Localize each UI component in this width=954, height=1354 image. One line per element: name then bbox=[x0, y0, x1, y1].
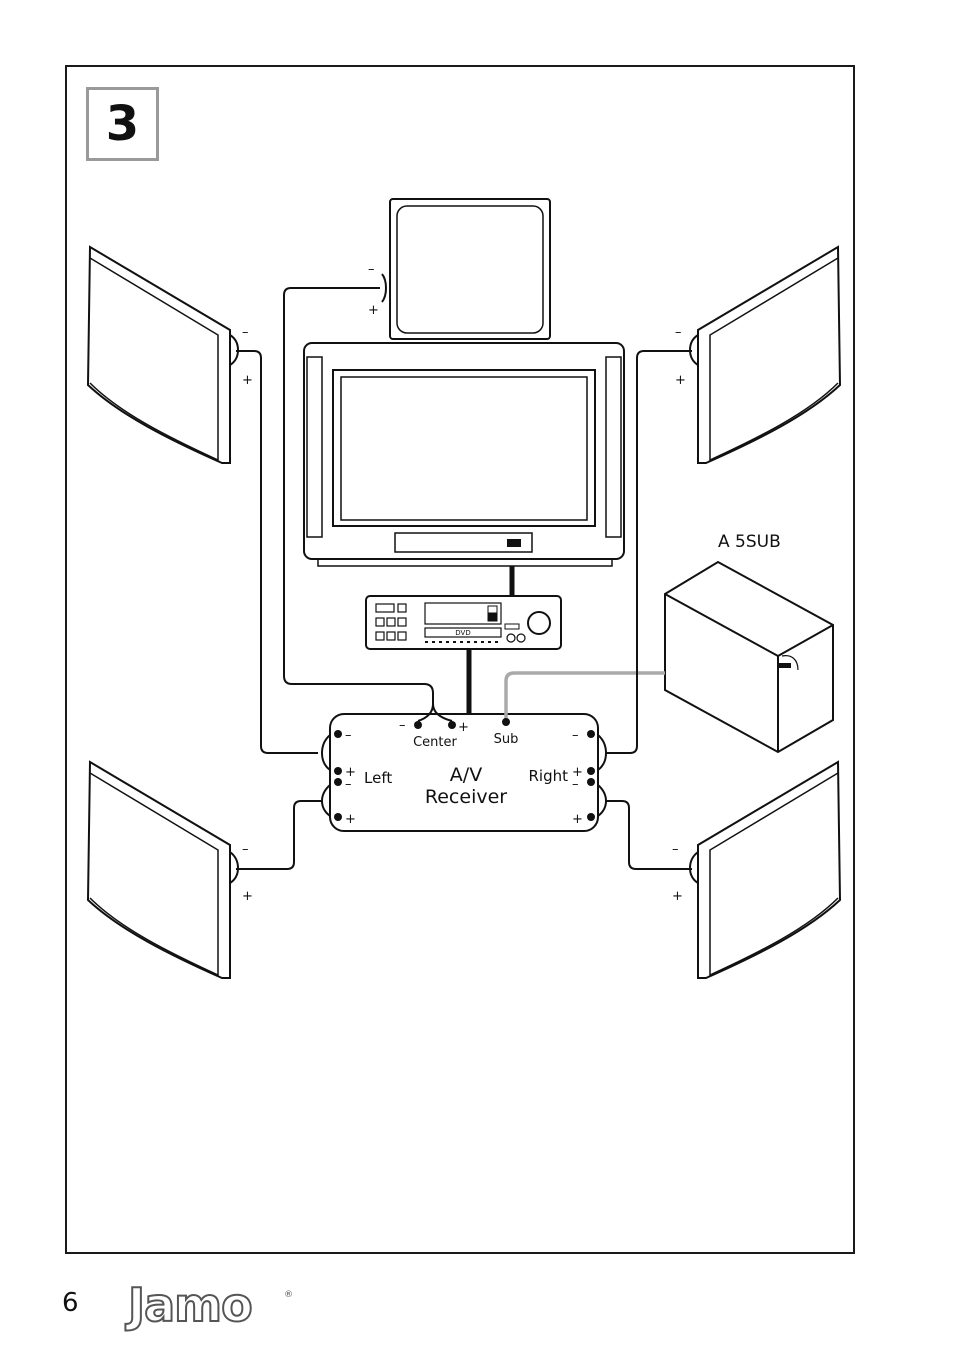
tv bbox=[303, 342, 625, 567]
receiver-left-rear-plus: + bbox=[345, 812, 356, 827]
front-left-plus: + bbox=[242, 373, 253, 388]
figure-frame bbox=[65, 65, 855, 1254]
front-left-minus: – bbox=[242, 325, 249, 340]
receiver-right-rear-plus: + bbox=[572, 812, 583, 827]
subwoofer bbox=[664, 560, 834, 754]
left-channel-label: Left bbox=[364, 769, 392, 787]
rear-right-minus: – bbox=[672, 842, 679, 857]
rear-left-minus: – bbox=[242, 842, 249, 857]
page-number: 6 bbox=[62, 1288, 79, 1318]
receiver-left-front-minus: – bbox=[345, 728, 352, 743]
center-speaker bbox=[389, 198, 551, 340]
receiver-right-front-plus: + bbox=[572, 765, 583, 780]
center-channel-label: Center bbox=[413, 735, 457, 750]
front-right-speaker bbox=[697, 245, 842, 464]
receiver-left-front-plus: + bbox=[345, 765, 356, 780]
center-plus: + bbox=[368, 303, 379, 318]
dvd-label: DVD bbox=[455, 629, 470, 637]
registered-mark: ® bbox=[284, 1290, 293, 1300]
step-number: 3 bbox=[86, 87, 159, 161]
receiver-label-line2: Receiver bbox=[425, 786, 507, 808]
receiver-right-front-minus: – bbox=[572, 728, 579, 743]
receiver-left-rear-minus: – bbox=[345, 777, 352, 792]
dvd-player bbox=[365, 595, 562, 650]
receiver-right-rear-minus: – bbox=[572, 777, 579, 792]
rear-right-plus: + bbox=[672, 889, 683, 904]
sub-channel-label: Sub bbox=[494, 732, 519, 747]
right-channel-label: Right bbox=[529, 767, 569, 785]
receiver-label-line1: A/V bbox=[450, 764, 482, 786]
jamo-logo: Jamo bbox=[127, 1278, 254, 1332]
front-left-speaker bbox=[86, 245, 231, 464]
subwoofer-model-label: A 5SUB bbox=[718, 532, 781, 552]
av-receiver bbox=[329, 713, 599, 832]
front-right-minus: – bbox=[675, 325, 682, 340]
front-right-plus: + bbox=[675, 373, 686, 388]
receiver-center-minus: – bbox=[399, 718, 406, 733]
rear-left-plus: + bbox=[242, 889, 253, 904]
rear-right-speaker bbox=[697, 760, 842, 979]
rear-left-speaker bbox=[86, 760, 231, 979]
receiver-center-plus: + bbox=[458, 720, 469, 735]
center-minus: – bbox=[368, 262, 375, 277]
